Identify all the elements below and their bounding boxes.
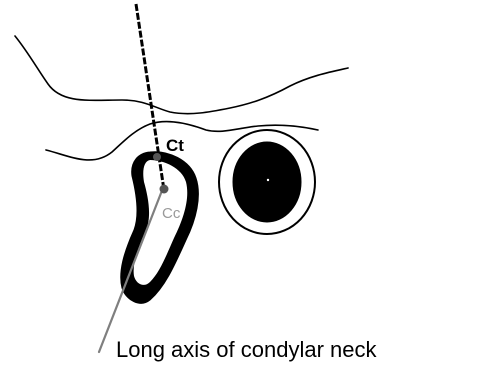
ear-canal-inner xyxy=(233,142,301,222)
ear-canal-center-dot xyxy=(267,179,269,181)
ct-point xyxy=(153,153,161,161)
skull-base-outline xyxy=(15,36,348,114)
ct-label: Ct xyxy=(166,136,184,155)
cc-point xyxy=(160,185,169,194)
axis-caption: Long axis of condylar neck xyxy=(116,337,377,362)
cc-label: Cc xyxy=(162,205,181,222)
